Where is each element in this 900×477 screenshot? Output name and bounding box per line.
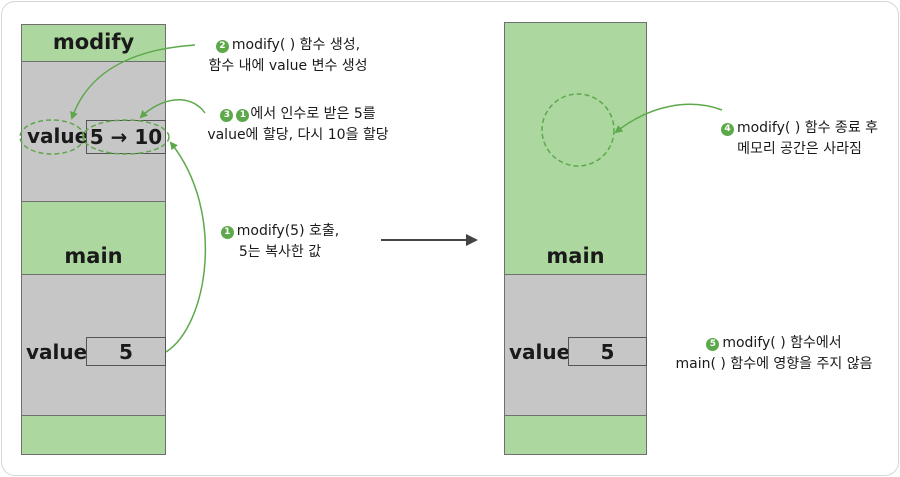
value-label-dashed-ellipse: [19, 119, 85, 155]
arrow-note2: [70, 44, 196, 120]
note-1-line1: modify(5) 호출,: [236, 223, 340, 239]
note-2-line1: modify( ) 함수 생성,: [231, 37, 361, 53]
main-value-box: 5: [86, 337, 166, 366]
main-value-label: value: [26, 340, 88, 364]
modify-value-box: 5 → 10: [86, 120, 166, 154]
note-3-line2: value에 할당, 다시 10을 할당: [207, 127, 389, 143]
arrow-note1: [165, 141, 207, 353]
left-modify-header: [21, 24, 166, 62]
left-main-frame-label: main: [64, 244, 123, 268]
freed-memory-dashed-circle: [541, 93, 615, 167]
note-5-line2: main( ) 함수에 영향을 주지 않음: [675, 356, 873, 372]
arrow-note4: [614, 103, 723, 134]
right-value-box: 5: [568, 337, 647, 366]
note-5-line1: modify( ) 함수에서: [722, 335, 842, 351]
value-box-dashed-ellipse: [82, 119, 170, 155]
step-1-ref-badge: 1: [236, 109, 250, 122]
right-empty-frame: [504, 22, 647, 275]
step-2-badge: 2: [215, 40, 229, 53]
step-3-badge: 3: [220, 109, 234, 122]
note-1-line2: 5는 복사한 값: [238, 244, 322, 260]
arrow-note3: [139, 99, 206, 119]
step-1-badge: 1: [220, 226, 234, 239]
left-bottom-block: [21, 415, 166, 455]
note-4-line1: modify( ) 함수 종료 후: [736, 120, 879, 136]
left-main-header: [21, 201, 166, 275]
note-2-line2: 함수 내에 value 변수 생성: [208, 58, 368, 74]
modify-frame-label: modify: [52, 30, 135, 54]
step-5-badge: 5: [706, 338, 720, 351]
step-4-badge: 4: [720, 123, 734, 136]
right-main-frame-label: main: [546, 244, 605, 268]
right-value-label: value: [509, 340, 571, 364]
right-bottom-block: [504, 415, 647, 455]
note-3-line1: 에서 인수로 받은 5를: [250, 106, 376, 122]
note-4-line2: 메모리 공간은 사라짐: [737, 141, 862, 157]
